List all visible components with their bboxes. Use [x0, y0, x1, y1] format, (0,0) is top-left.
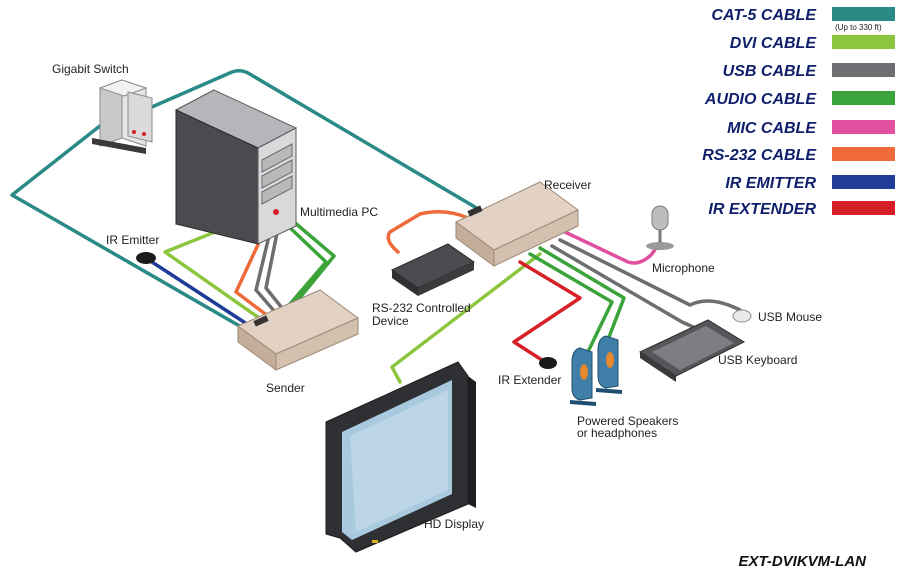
speakers-device: [570, 335, 622, 406]
ir-extender-device: [539, 357, 557, 369]
speakers-label: Powered Speakers or headphones: [577, 414, 682, 440]
rs232-controlled-device: [390, 243, 476, 296]
multimedia-pc-device: [174, 89, 298, 245]
hd-display-device: [325, 361, 476, 553]
legend-row: IR EMITTER: [725, 175, 895, 192]
cat5-cable-switch-receiver: [143, 68, 482, 212]
cables: [10, 68, 742, 384]
audio-cable-receiver-speakers: [528, 252, 614, 362]
legend-label: CAT-5 CABLE: [711, 7, 817, 24]
legend-label: USB CABLE: [723, 63, 818, 80]
speakers-label-line2: or headphones: [577, 426, 657, 440]
gigabit-switch-label: Gigabit Switch: [52, 62, 129, 76]
gigabit-switch-device: [92, 79, 153, 154]
legend-swatch: [832, 91, 895, 105]
rs232-device-label: RS-232 Controlled Device: [372, 301, 474, 328]
usb-mouse-device: [732, 309, 752, 323]
usb-cable-mouse: [558, 238, 742, 312]
ir-emitter-cable: [150, 260, 252, 328]
dvi-cable-pc-sender: [163, 224, 264, 322]
microphone-device: [646, 205, 674, 250]
legend-row: DVI CABLE: [730, 35, 895, 52]
hd-display-label: HD Display: [424, 517, 484, 531]
usb-cable-keyboard: [550, 244, 702, 332]
legend-swatch: [832, 147, 895, 161]
rs232-device-label-line1: RS-232 Controlled: [372, 301, 471, 315]
multimedia-pc-label: Multimedia PC: [300, 205, 378, 219]
audio-cable-receiver-speakers-2: [538, 246, 626, 352]
usb-keyboard-device: [638, 319, 746, 382]
ir-extender-cable: [512, 260, 582, 364]
ir-emitter-label: IR Emitter: [106, 233, 159, 247]
usb-cable-pc-sender-2: [264, 226, 284, 310]
legend-label: MIC CABLE: [727, 120, 817, 137]
legend-row: USB CABLE: [723, 63, 895, 80]
receiver-label: Receiver: [544, 178, 591, 192]
legend-row: AUDIO CABLE: [704, 91, 895, 108]
mic-cable: [563, 230, 662, 265]
legend-row: MIC CABLE: [727, 120, 895, 137]
audio-cable-pc-sender-2: [292, 220, 336, 302]
audio-cable-pc-sender: [284, 222, 328, 306]
legend-swatch: [832, 120, 895, 134]
legend-row: CAT-5 CABLE (Up to 330 ft): [711, 7, 895, 32]
usb-keyboard-label: USB Keyboard: [718, 353, 797, 367]
legend-row: IR EXTENDER: [708, 201, 895, 218]
legend-label: AUDIO CABLE: [704, 91, 817, 108]
legend-row: RS-232 CABLE: [702, 147, 895, 164]
rs232-device-label-line2: Device: [372, 314, 409, 328]
legend-swatch: [832, 201, 895, 215]
legend-label: IR EXTENDER: [708, 201, 816, 218]
speakers-label-line1: Powered Speakers: [577, 414, 678, 428]
legend-swatch: [832, 7, 895, 21]
legend-label: IR EMITTER: [725, 175, 816, 192]
rs232-cable-receiver-device: [386, 210, 470, 254]
legend-swatch: [832, 35, 895, 49]
cable-legend: CAT-5 CABLE (Up to 330 ft) DVI CABLE USB CA…: [702, 7, 895, 218]
ir-extender-label: IR Extender: [498, 373, 561, 387]
usb-mouse-label: USB Mouse: [758, 310, 822, 324]
sender-label: Sender: [266, 381, 305, 395]
ir-emitter-device: [136, 252, 156, 264]
receiver-device: [455, 181, 579, 267]
legend-swatch: [832, 63, 895, 77]
legend-label: RS-232 CABLE: [702, 147, 817, 164]
rs232-cable-pc-sender: [234, 234, 270, 318]
legend-note: (Up to 330 ft): [835, 23, 882, 32]
dvi-cable-receiver-display: [390, 252, 542, 384]
model-label: EXT-DVIKVM-LAN: [739, 553, 868, 570]
cat5-cable-switch-sender: [10, 116, 252, 334]
microphone-label: Microphone: [652, 261, 715, 275]
usb-cable-pc-sender-1: [254, 230, 277, 314]
legend-swatch: [832, 175, 895, 189]
sender-device: [237, 289, 359, 371]
legend-label: DVI CABLE: [730, 35, 818, 52]
